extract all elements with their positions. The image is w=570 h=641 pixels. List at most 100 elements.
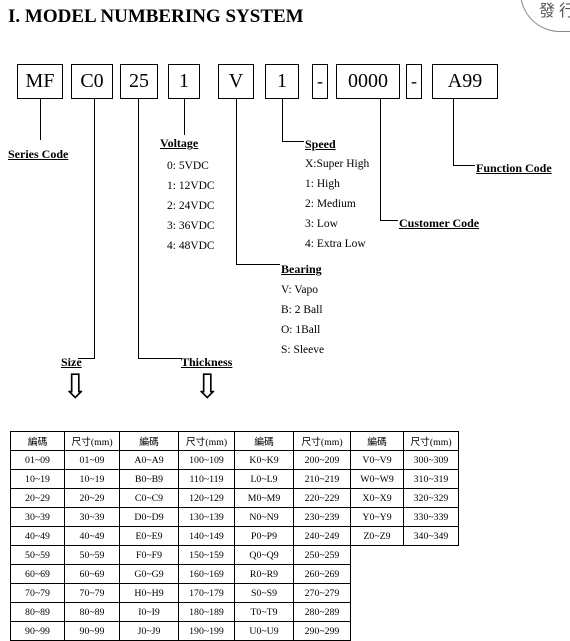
table-header-cell: 編碼 [234,431,294,451]
thickness-down-arrow-icon: ⇩ [193,369,222,406]
table-cell: 50~59 [64,545,120,565]
table-cell [351,622,404,641]
table-cell: 290~299 [293,621,351,641]
bearing-option: V: Vapo [281,284,318,296]
table-cell: G0~G9 [119,564,179,584]
table-header-cell: 尺寸(mm) [64,431,120,451]
bearing-option: B: 2 Ball [281,304,323,316]
table-cell: 280~289 [293,602,351,622]
table-cell: P0~P9 [234,526,294,546]
code-box-dash-2: - [406,64,422,99]
corner-stamp: 發 行 [520,0,570,32]
table-cell: 220~229 [293,488,351,508]
customer-code-label: Customer Code [399,216,480,230]
function-code-label: Function Code [476,161,552,175]
table-header-cell: 編碼 [350,431,404,451]
series-code-label: Series Code [8,147,69,161]
table-cell: 30~39 [64,507,120,527]
table-header-cell: 尺寸(mm) [403,431,459,451]
code-box-thickness: 25 [120,64,158,99]
table-cell: 80~89 [64,602,120,622]
table-cell [404,622,459,641]
table-cell: 250~259 [293,545,351,565]
table-cell: 10~19 [64,469,120,489]
table-cell [404,565,459,584]
table-header-cell: 編碼 [119,431,179,451]
size-down-arrow-icon: ⇩ [61,369,90,406]
table-cell: 270~279 [293,583,351,603]
table-cell: T0~T9 [234,602,294,622]
table-cell: 160~169 [178,564,235,584]
table-cell: F0~F9 [119,545,179,565]
table-cell: 90~99 [10,621,65,641]
table-header-cell: 尺寸(mm) [293,431,351,451]
table-cell: 30~39 [10,507,65,527]
code-box-bearing: V [218,64,254,99]
table-cell: J0~J9 [119,621,179,641]
speed-option: 4: Extra Low [305,238,366,250]
table-cell: 70~79 [64,583,120,603]
table-cell: 110~119 [178,469,235,489]
table-cell: I0~I9 [119,602,179,622]
table-cell: Y0~Y9 [350,507,404,527]
table-cell: R0~R9 [234,564,294,584]
speed-connector-h [282,141,304,142]
thickness-connector-h [138,358,182,359]
code-box-voltage: 1 [168,64,200,99]
table-cell: N0~N9 [234,507,294,527]
table-cell: Q0~Q9 [234,545,294,565]
speed-connector-v [282,99,283,142]
table-cell: 01~09 [64,450,120,470]
table-cell: 40~49 [10,526,65,546]
voltage-option: 0: 5VDC [167,160,209,172]
table-cell: 100~109 [178,450,235,470]
table-cell: 200~209 [293,450,351,470]
table-header-cell: 編碼 [10,431,65,451]
table-cell: 340~349 [403,526,459,546]
table-cell: 170~179 [178,583,235,603]
table-cell: A0~A9 [119,450,179,470]
table-cell: 50~59 [10,545,65,565]
code-box-function: A99 [432,64,498,99]
speed-label: Speed [305,137,336,151]
table-cell: 150~159 [178,545,235,565]
table-cell: 20~29 [64,488,120,508]
table-cell: B0~B9 [119,469,179,489]
thickness-label: Thickness [181,355,233,369]
thickness-connector-v [138,99,139,359]
voltage-option: 1: 12VDC [167,180,215,192]
voltage-option: 3: 36VDC [167,220,215,232]
voltage-option: 2: 24VDC [167,200,215,212]
size-connector-h [78,358,95,359]
table-cell: 180~189 [178,602,235,622]
customer-connector-h [380,220,398,221]
speed-option: 3: Low [305,218,338,230]
page-title: I. MODEL NUMBERING SYSTEM [8,6,304,27]
size-thickness-code-table: 編碼 尺寸(mm) 編碼 尺寸(mm) 編碼 尺寸(mm) 編碼 尺寸(mm) … [10,431,459,641]
code-box-speed: 1 [265,64,299,99]
size-label: Size [61,355,82,369]
table-cell [351,603,404,622]
table-cell: 210~219 [293,469,351,489]
speed-option: X:Super High [305,158,370,170]
bearing-connector-h [236,264,280,265]
table-cell: 10~19 [10,469,65,489]
code-box-size: C0 [71,64,113,99]
code-box-series: MF [17,64,63,99]
speed-option: 1: High [305,178,340,190]
table-cell: H0~H9 [119,583,179,603]
table-cell: 330~339 [403,507,459,527]
table-cell: 240~249 [293,526,351,546]
table-cell: 40~49 [64,526,120,546]
table-cell: 190~199 [178,621,235,641]
code-box-customer: 0000 [336,64,400,99]
table-cell: K0~K9 [234,450,294,470]
table-cell: W0~W9 [350,469,404,489]
